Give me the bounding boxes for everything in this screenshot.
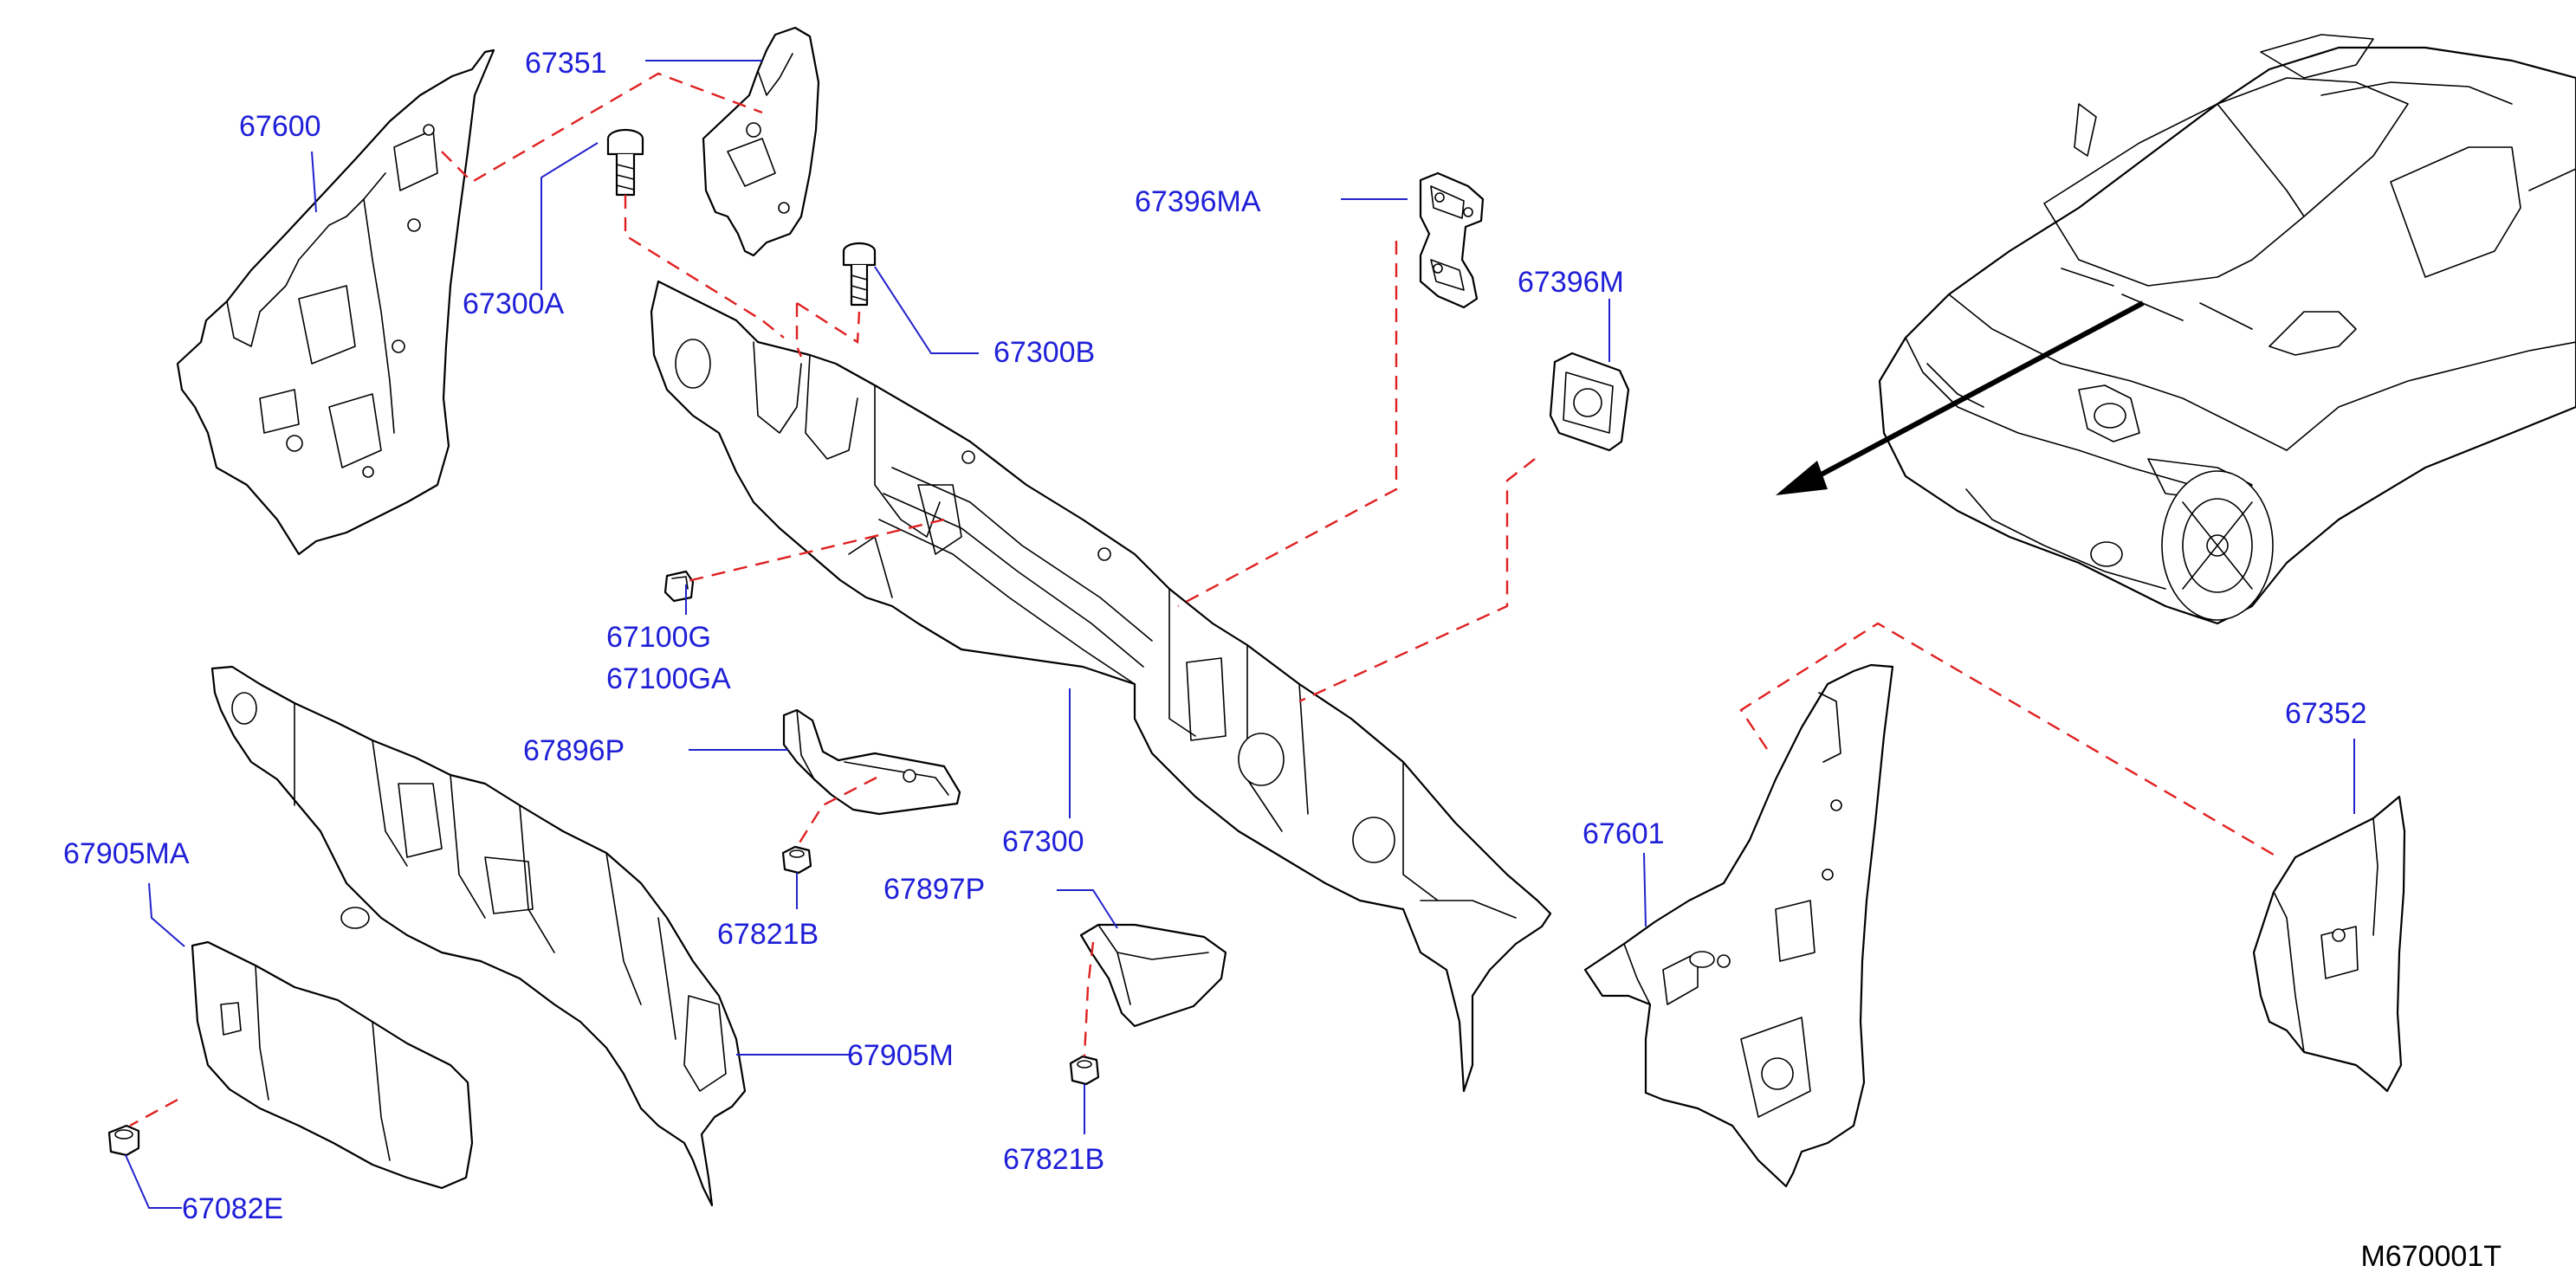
label-67600: 67600 <box>239 110 321 143</box>
vehicle-location-sketch <box>1878 34 2576 625</box>
hidden-lines <box>129 72 2279 1127</box>
part-67300A-bolt <box>606 128 644 197</box>
part-labels: 67351 67600 67300A 67300B 67396MA 67396M… <box>63 47 2367 1225</box>
part-67897P-bracket <box>1079 923 1227 1028</box>
part-67352-side-panel <box>2252 795 2406 1093</box>
part-67821B-nut-a <box>781 845 812 875</box>
label-67821B-b: 67821B <box>1003 1143 1104 1176</box>
label-67897P: 67897P <box>883 873 985 906</box>
label-67352: 67352 <box>2285 697 2367 730</box>
label-67351: 67351 <box>525 47 607 80</box>
label-67300: 67300 <box>1002 825 1084 858</box>
drawing-code: M670001T <box>2360 1240 2502 1273</box>
part-67905M-dash-insulator <box>210 665 747 1207</box>
part-67396MA-bracket <box>1419 171 1485 309</box>
label-67300A: 67300A <box>463 287 565 320</box>
part-67396M-plate <box>1549 352 1630 452</box>
part-67351-upper-panel <box>702 26 820 257</box>
part-67300-main-dash-panel <box>650 280 1552 1093</box>
label-67821B-a: 67821B <box>717 918 819 951</box>
label-67100G: 67100G <box>606 621 711 654</box>
part-67100G-clip <box>663 570 695 603</box>
leader-lines <box>125 60 2355 1209</box>
part-67601-right-dash-side-panel <box>1583 663 1894 1188</box>
label-67905MA: 67905MA <box>63 837 190 870</box>
part-67821B-nut-b <box>1069 1055 1100 1086</box>
part-67896P-bracket <box>782 708 961 816</box>
part-67300B-bolt <box>842 242 877 307</box>
location-arrow <box>1776 300 2145 495</box>
label-67905M: 67905M <box>847 1039 954 1072</box>
label-67896P: 67896P <box>523 734 625 767</box>
label-67396M: 67396M <box>1518 266 1624 299</box>
label-67300B: 67300B <box>994 336 1095 369</box>
label-67082E: 67082E <box>182 1192 283 1225</box>
part-67905MA-insulator-piece <box>191 940 474 1190</box>
label-67396MA: 67396MA <box>1135 185 1261 218</box>
label-67100GA: 67100GA <box>606 662 731 695</box>
part-67600-left-dash-side-panel <box>176 48 495 556</box>
label-67601: 67601 <box>1582 817 1665 850</box>
part-67082E-clip <box>107 1124 140 1157</box>
